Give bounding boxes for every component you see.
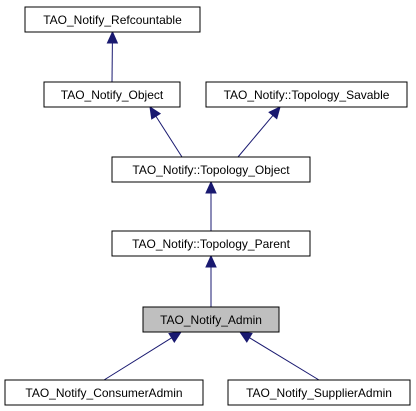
- node-label: TAO_Notify::Topology_Savable: [224, 88, 390, 102]
- inheritance-arrowhead: [268, 106, 281, 120]
- node-label: TAO_Notify::Topology_Object: [132, 163, 290, 177]
- inheritance-arrowhead: [106, 30, 119, 44]
- inheritance-arrowhead: [205, 180, 217, 194]
- node-topology-savable[interactable]: TAO_Notify::Topology_Savable: [205, 81, 408, 108]
- inheritance-arrowhead: [168, 331, 183, 343]
- inheritance-edge: [155, 115, 183, 158]
- inheritance-edge: [103, 337, 172, 381]
- node-label: TAO_Notify_SupplierAdmin: [246, 386, 392, 400]
- node-label: TAO_Notify_Refcountable: [43, 13, 182, 27]
- inheritance-arrowhead: [149, 105, 162, 120]
- edge-layer: [103, 30, 320, 381]
- node-supplier-admin[interactable]: TAO_Notify_SupplierAdmin: [227, 379, 411, 406]
- node-topology-parent[interactable]: TAO_Notify::Topology_Parent: [111, 230, 311, 257]
- node-label: TAO_Notify_Admin: [160, 313, 262, 327]
- node-label: TAO_Notify_ConsumerAdmin: [25, 386, 182, 400]
- node-tao-notify-object[interactable]: TAO_Notify_Object: [43, 81, 181, 108]
- inheritance-arrowhead: [238, 331, 253, 343]
- node-tao-notify-refcountable[interactable]: TAO_Notify_Refcountable: [24, 6, 201, 33]
- inheritance-arrowhead: [205, 254, 217, 268]
- node-tao-notify-admin[interactable]: TAO_Notify_Admin: [142, 306, 280, 333]
- node-label: TAO_Notify::Topology_Parent: [132, 237, 291, 251]
- node-label: TAO_Notify_Object: [61, 88, 164, 102]
- node-consumer-admin[interactable]: TAO_Notify_ConsumerAdmin: [4, 379, 204, 406]
- inheritance-edge: [249, 337, 320, 381]
- inheritance-edge: [237, 115, 274, 158]
- node-topology-object[interactable]: TAO_Notify::Topology_Object: [111, 156, 311, 183]
